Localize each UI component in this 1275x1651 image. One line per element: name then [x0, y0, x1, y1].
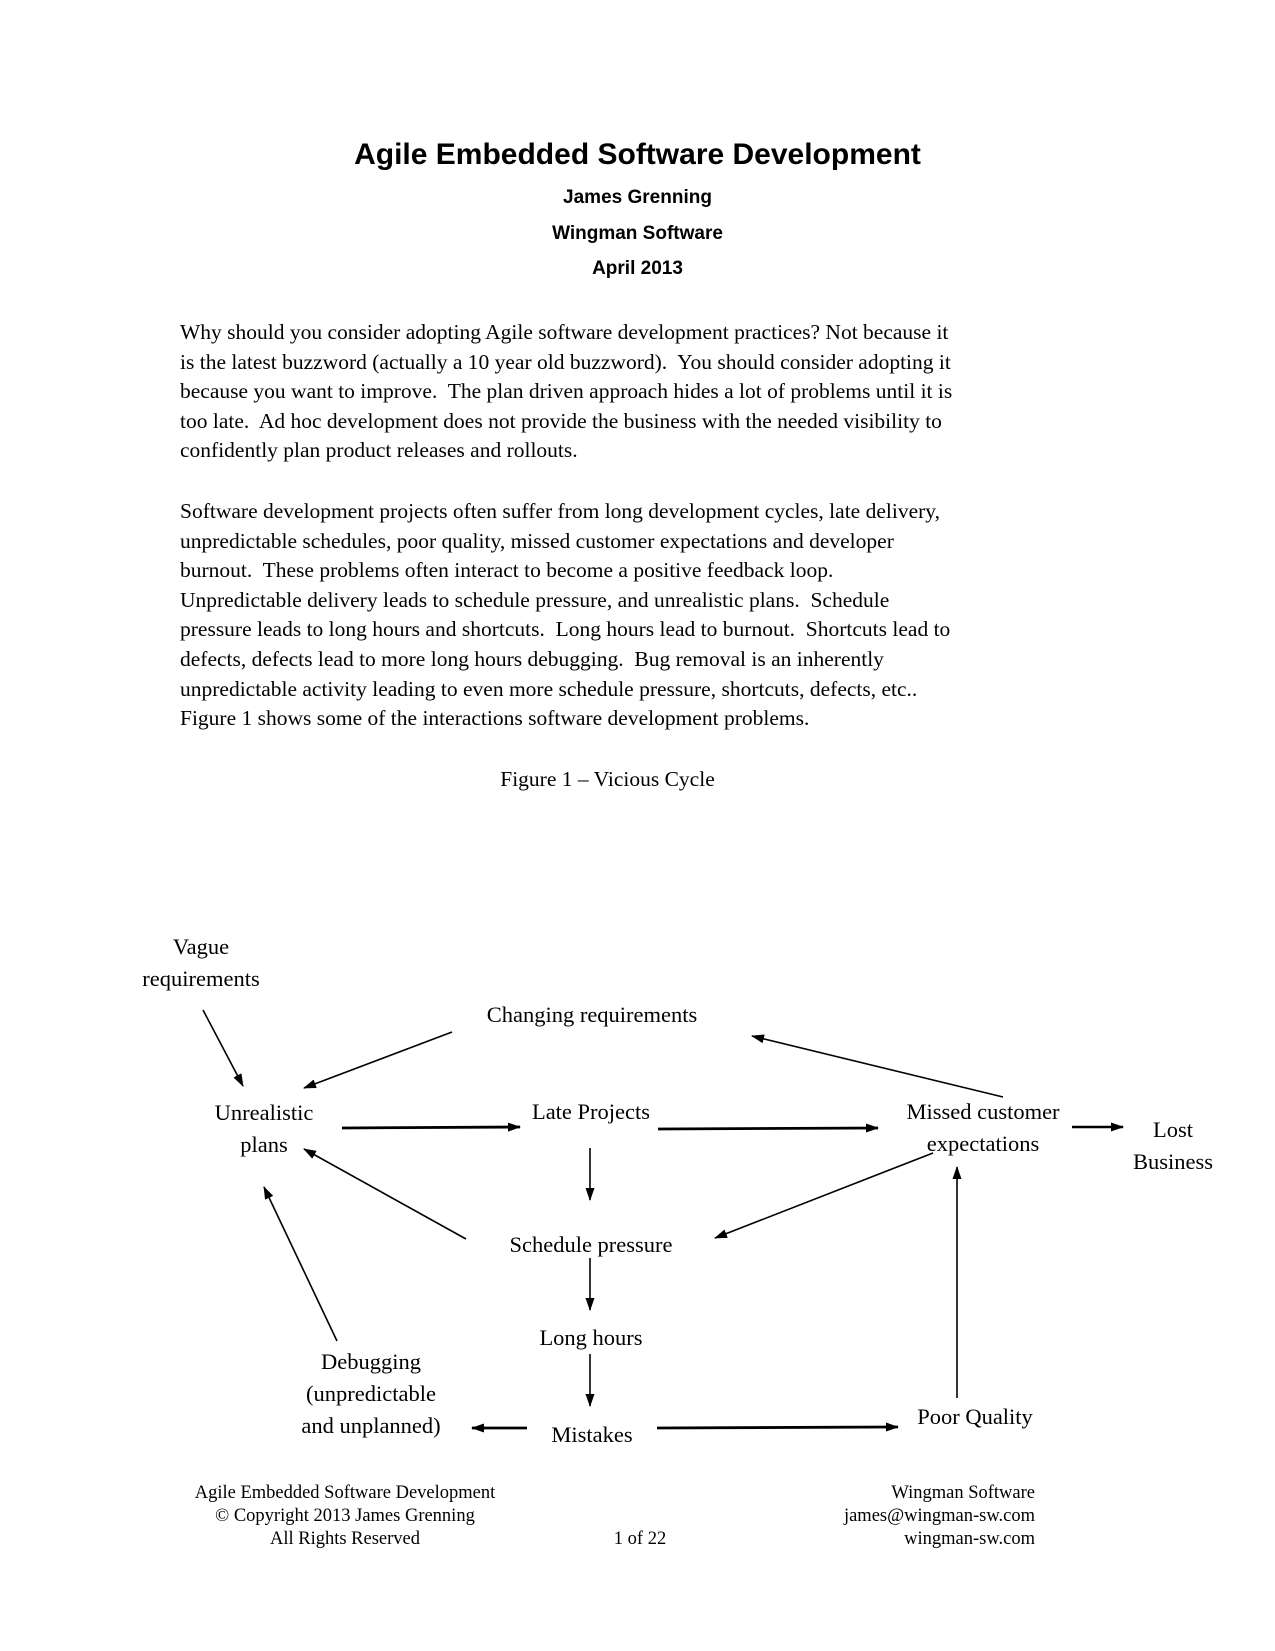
- page-title: Agile Embedded Software Development: [354, 138, 921, 171]
- date-line: April 2013: [592, 258, 683, 279]
- figure-caption: Figure 1 – Vicious Cycle: [500, 767, 715, 791]
- footer-copyright: Agile Embedded Software Development © Co…: [194, 1483, 496, 1550]
- company-line: Wingman Software: [552, 223, 723, 244]
- node-lost-business: Lost Business: [1132, 1117, 1214, 1174]
- node-poor-quality: Poor Quality: [917, 1404, 1033, 1429]
- arrow-mistakes-to-poorquality: [656, 1422, 899, 1432]
- node-missed-customer-expectations: Missed customer expectations: [906, 1099, 1060, 1156]
- node-changing-requirements: Changing requirements: [486, 1002, 698, 1027]
- body-paragraph-1: Why should you consider adopting Agile s…: [180, 320, 953, 463]
- node-debugging: Debugging (unpredictable and unplanned): [301, 1349, 441, 1438]
- arrow-vague-to-unrealistic: [202, 1009, 244, 1087]
- arrow-changing-to-unrealistic: [303, 1031, 453, 1089]
- arrow-missed-to-changing: [751, 1034, 1004, 1098]
- node-mistakes: Mistakes: [551, 1422, 633, 1447]
- node-unrealistic-plans: Unrealistic plans: [214, 1100, 314, 1157]
- node-schedule-pressure: Schedule pressure: [509, 1232, 673, 1257]
- body-paragraph-2: Software development projects often suff…: [180, 499, 951, 731]
- arrow-unrealistic-to-late: [341, 1122, 521, 1132]
- footer-contact: Wingman Software james@wingman-sw.com wi…: [843, 1483, 1035, 1550]
- arrow-schedule-to-unrealistic: [303, 1148, 467, 1240]
- arrow-debugging-to-unrealistic: [263, 1186, 338, 1342]
- node-vague-requirements: Vague requirements: [142, 934, 260, 991]
- footer-page-number: 1 of 22: [613, 1529, 667, 1549]
- author-line: James Grenning: [563, 187, 712, 208]
- arrow-missed-to-schedule: [714, 1152, 934, 1239]
- arrow-late-to-missed: [657, 1123, 879, 1133]
- node-long-hours: Long hours: [539, 1325, 643, 1350]
- node-late-projects: Late Projects: [531, 1099, 651, 1124]
